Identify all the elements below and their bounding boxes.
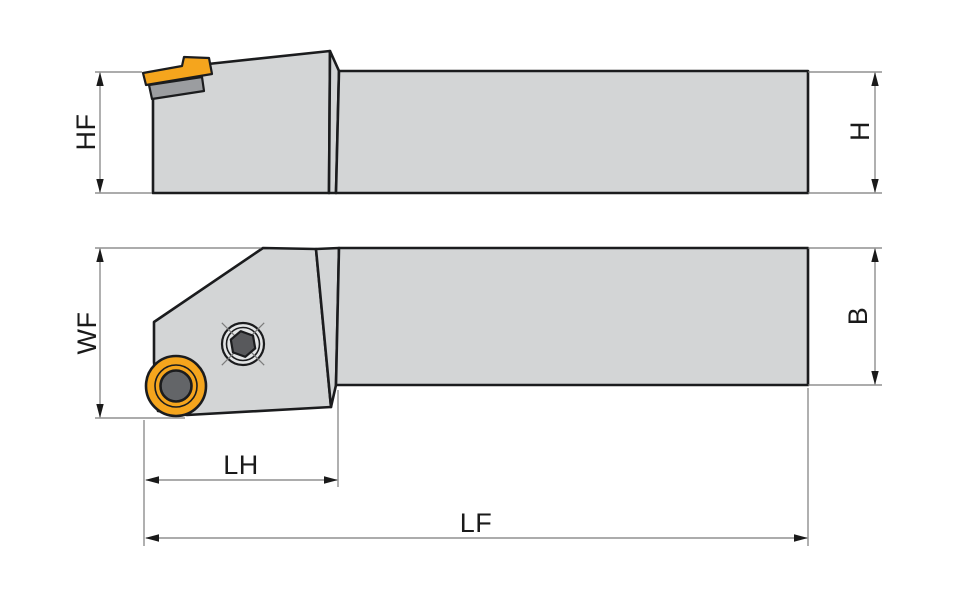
round-insert-ring — [154, 364, 198, 408]
b-label: B — [843, 307, 873, 326]
side-view-shank — [334, 69, 810, 195]
lf-label: LF — [460, 508, 493, 538]
hf-arrow-down — [96, 179, 104, 193]
dimension-lh: LH — [143, 390, 339, 546]
lh-arrow-right — [324, 476, 338, 484]
dimension-lf: LF — [145, 388, 809, 546]
hex-socket-icon — [229, 330, 257, 358]
clamp-screw — [220, 321, 266, 367]
dimension-b: B — [808, 247, 882, 386]
b-arrow-down — [871, 371, 879, 385]
round-insert-center — [159, 369, 193, 403]
side-view — [141, 49, 810, 195]
h-label: H — [845, 121, 875, 141]
dimension-wf: WF — [72, 247, 261, 419]
hf-arrow-up — [96, 72, 104, 86]
round-insert — [144, 354, 208, 418]
lh-label: LH — [223, 450, 259, 480]
b-arrow-up — [871, 248, 879, 262]
dimension-h: H — [808, 71, 882, 194]
h-arrow-up — [871, 72, 879, 86]
lh-arrow-left — [145, 476, 159, 484]
wf-label: WF — [72, 312, 102, 355]
h-arrow-down — [871, 179, 879, 193]
hf-label: HF — [71, 114, 101, 151]
dimension-hf: HF — [71, 71, 152, 194]
plan-view — [144, 246, 810, 418]
wf-arrow-down — [96, 404, 104, 418]
plan-view-shank — [334, 246, 810, 387]
wf-arrow-up — [96, 248, 104, 262]
lf-arrow-left — [145, 534, 159, 542]
clamp-screw-inner-ring — [225, 326, 261, 362]
lf-arrow-right — [794, 534, 808, 542]
side-view-insert — [141, 55, 214, 87]
